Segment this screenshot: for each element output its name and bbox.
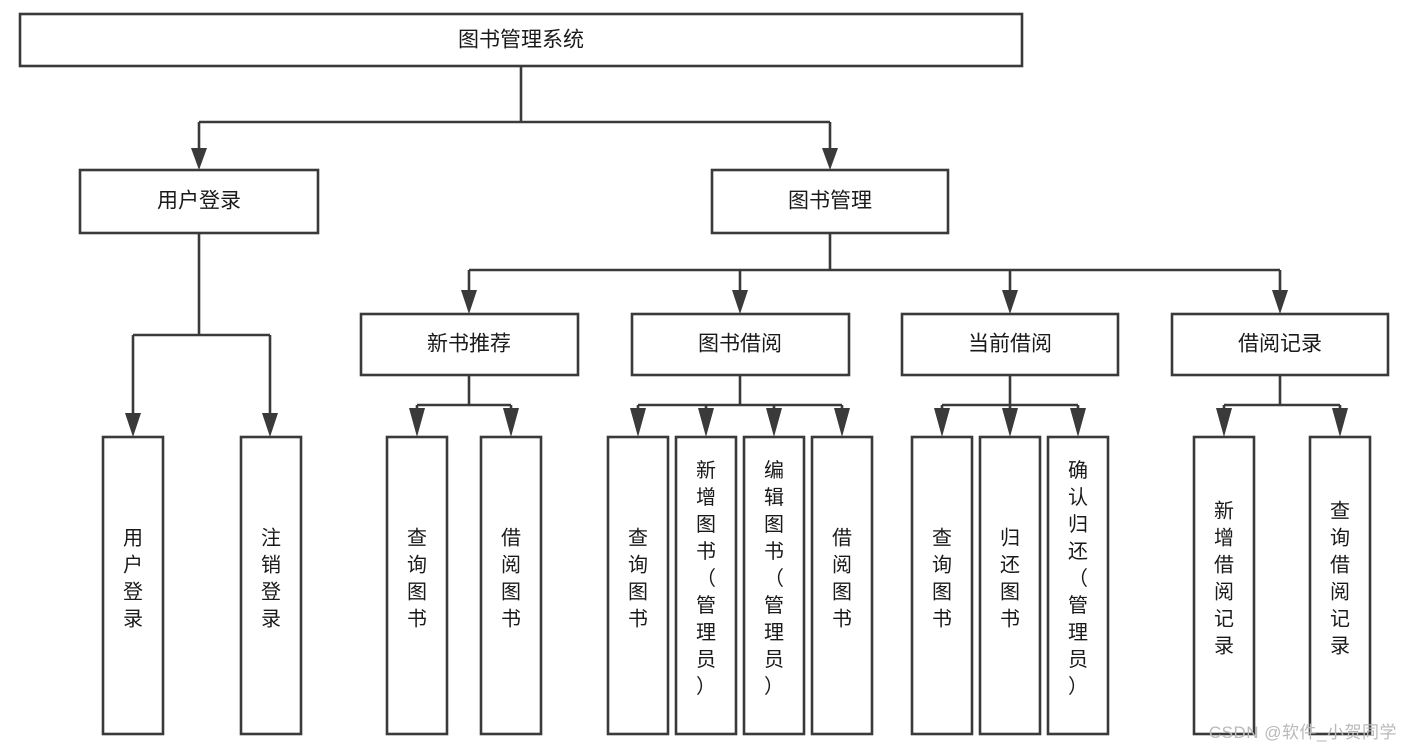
node-book-borrow[interactable]: 图书借阅 — [630, 312, 851, 377]
node-leaf-query-record-label: 查询借阅记录 — [1330, 500, 1350, 658]
node-leaf-edit-book-box[interactable] — [742, 435, 806, 736]
arrow-head-leaf-user-login — [125, 413, 141, 437]
node-leaf-borrow-book-2-label: 借阅图书 — [832, 527, 852, 631]
leaf-nodes-group — [101, 435, 1372, 736]
node-current-borrow-label: 当前借阅 — [968, 333, 1052, 356]
node-new-book-rec[interactable]: 新书推荐 — [359, 312, 580, 377]
node-book-borrow-label: 图书借阅 — [698, 333, 782, 356]
node-book-manage-box[interactable] — [710, 168, 950, 235]
arrow-head-userlogin — [191, 148, 207, 170]
node-leaf-query-book-3-box[interactable] — [910, 435, 974, 736]
node-current-borrow-box[interactable] — [900, 312, 1120, 377]
node-root-box[interactable] — [18, 12, 1024, 68]
connector-group-borrow-record — [1216, 375, 1348, 437]
node-leaf-user-login-box[interactable] — [101, 435, 165, 736]
arrow-head-leaf-query-record — [1332, 408, 1348, 437]
connector-group-book-borrow — [630, 375, 850, 437]
connector-group-bookmanage — [461, 233, 1288, 314]
arrow-head-book-borrow — [732, 290, 748, 314]
node-leaf-query-book-2-label: 查询图书 — [628, 527, 648, 631]
node-borrow-record-label: 借阅记录 — [1238, 333, 1322, 356]
arrow-head-leaf-borrow-book-1 — [503, 408, 519, 437]
arrow-head-leaf-return-book — [1002, 408, 1018, 437]
connector-group-root — [191, 66, 838, 170]
node-leaf-confirm-return-box[interactable] — [1046, 435, 1110, 736]
node-leaf-add-record-label: 新增借阅记录 — [1214, 500, 1234, 658]
arrow-head-leaf-logout — [262, 413, 278, 437]
node-borrow-record-box[interactable] — [1170, 312, 1390, 377]
node-root[interactable]: 图书管理系统 — [18, 12, 1024, 68]
leaf-labels-group: 用户登录 注销登录 查询图书 借阅图书 查询图书 新增图书（管理员） 编辑图书（… — [123, 459, 1350, 698]
arrow-head-leaf-query-book-1 — [409, 408, 425, 437]
arrow-head-leaf-query-book-3 — [934, 408, 950, 437]
connector-group-userlogin — [125, 233, 278, 437]
node-leaf-return-book-box[interactable] — [978, 435, 1042, 736]
node-leaf-add-record-box[interactable] — [1192, 435, 1256, 736]
arrow-head-new-book-rec — [461, 290, 477, 314]
node-leaf-add-book-label: 新增图书（管理员） — [696, 459, 716, 698]
node-leaf-borrow-book-2-box[interactable] — [810, 435, 874, 736]
node-leaf-add-book-box[interactable] — [674, 435, 738, 736]
node-leaf-logout-label: 注销登录 — [261, 527, 281, 631]
arrow-head-bookmanage — [822, 148, 838, 170]
arrow-head-borrow-record — [1272, 290, 1288, 314]
node-user-login[interactable]: 用户登录 — [78, 168, 320, 235]
node-leaf-query-book-1-box[interactable] — [385, 435, 449, 736]
node-leaf-borrow-book-1-box[interactable] — [479, 435, 543, 736]
node-leaf-query-book-3-label: 查询图书 — [932, 527, 952, 631]
connector-group-new-book-rec — [409, 375, 519, 437]
node-leaf-borrow-book-1-label: 借阅图书 — [501, 527, 521, 631]
node-current-borrow[interactable]: 当前借阅 — [900, 312, 1120, 377]
node-leaf-query-book-1-label: 查询图书 — [407, 527, 427, 631]
node-user-login-box[interactable] — [78, 168, 320, 235]
node-book-manage[interactable]: 图书管理 — [710, 168, 950, 235]
arrow-head-leaf-add-record — [1216, 408, 1232, 437]
arrow-head-leaf-edit-book — [766, 408, 782, 437]
node-leaf-return-book-label: 归还图书 — [1000, 527, 1020, 631]
node-book-manage-label: 图书管理 — [788, 190, 872, 213]
node-leaf-user-login-label: 用户登录 — [123, 528, 143, 631]
arrow-head-leaf-confirm-return — [1070, 408, 1086, 437]
arrow-head-leaf-add-book — [698, 408, 714, 437]
node-leaf-confirm-return-label: 确认归还（管理员） — [1068, 459, 1088, 698]
node-new-book-rec-label: 新书推荐 — [427, 333, 511, 356]
arrow-head-leaf-borrow-book-2 — [834, 408, 850, 437]
node-leaf-edit-book-label: 编辑图书（管理员） — [764, 459, 784, 698]
node-leaf-query-record-box[interactable] — [1308, 435, 1372, 736]
node-user-login-label: 用户登录 — [157, 190, 241, 213]
node-leaf-logout-box[interactable] — [239, 435, 303, 736]
arrow-head-leaf-query-book-2 — [630, 408, 646, 437]
arrow-head-current-borrow — [1002, 290, 1018, 314]
node-leaf-query-book-2-box[interactable] — [606, 435, 670, 736]
connector-group-current-borrow — [934, 375, 1086, 437]
node-book-borrow-box[interactable] — [630, 312, 851, 377]
node-borrow-record[interactable]: 借阅记录 — [1170, 312, 1390, 377]
node-new-book-rec-box[interactable] — [359, 312, 580, 377]
node-root-label: 图书管理系统 — [458, 29, 584, 52]
